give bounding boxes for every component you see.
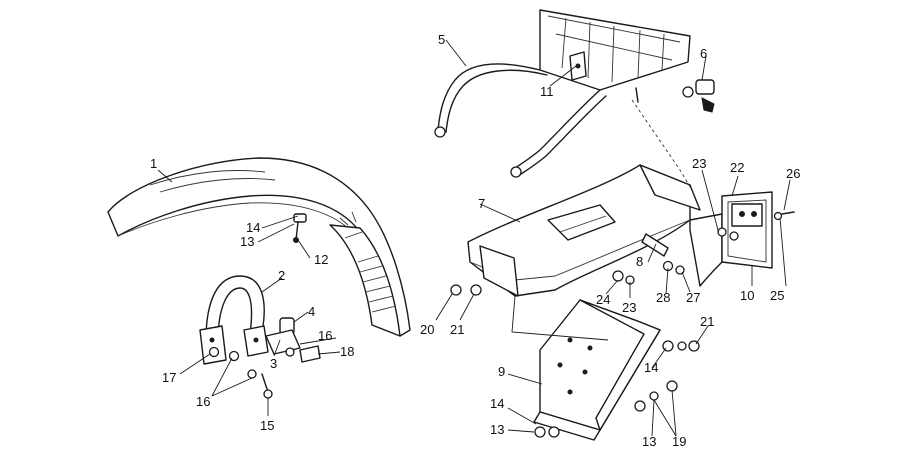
callout-16a: 16 [196,394,210,409]
callout-24: 24 [596,292,610,307]
callout-15: 15 [260,418,274,433]
callout-13c: 13 [642,434,656,449]
callout-6: 6 [700,46,707,61]
callout-5: 5 [438,32,445,47]
fender-bolt-12 [293,213,307,243]
callout-23a: 23 [692,156,706,171]
callout-3: 3 [270,356,277,371]
rack-lock [682,79,715,113]
license-plate-bracket [533,299,661,441]
callout-10: 10 [740,288,754,303]
callout-17: 17 [162,370,176,385]
leader-lines [157,39,791,437]
callout-13b: 13 [490,422,504,437]
fender-vent-slots [357,255,397,313]
callout-22: 22 [730,160,744,175]
pivot-pin-8 [641,233,669,257]
callout-9: 9 [498,364,505,379]
callout-8: 8 [636,254,643,269]
rear-fender [467,164,723,297]
callout-labels: 1 2 3 4 5 6 7 8 9 10 11 12 13 13 13 14 1… [150,32,800,449]
clamp-parts-3-4 [265,317,321,363]
callout-28: 28 [656,290,670,305]
callout-18: 18 [340,344,354,359]
callout-2: 2 [278,268,285,283]
callout-14a: 14 [246,220,260,235]
callout-14b: 14 [490,396,504,411]
callout-20: 20 [420,322,434,337]
callout-7: 7 [478,196,485,211]
callout-14c: 14 [644,360,658,375]
assembly-guide-bracket [511,295,609,341]
callout-4: 4 [308,304,315,319]
callout-23b: 23 [622,300,636,315]
callout-27: 27 [686,290,700,305]
fender-stay-bracket [199,275,269,365]
callout-26: 26 [786,166,800,181]
washers-16-17 [208,346,273,399]
luggage-rack [434,9,691,178]
callout-1: 1 [150,156,157,171]
callout-13a: 13 [240,234,254,249]
callout-19: 19 [672,434,686,449]
plate-holder [721,191,773,269]
front-fender [107,157,411,337]
callout-21b: 21 [700,314,714,329]
callout-12: 12 [314,252,328,267]
callout-11: 11 [540,84,554,99]
callout-16b: 16 [318,328,332,343]
callout-25: 25 [770,288,784,303]
assembly-guide-line [631,99,693,191]
callout-21a: 21 [450,322,464,337]
